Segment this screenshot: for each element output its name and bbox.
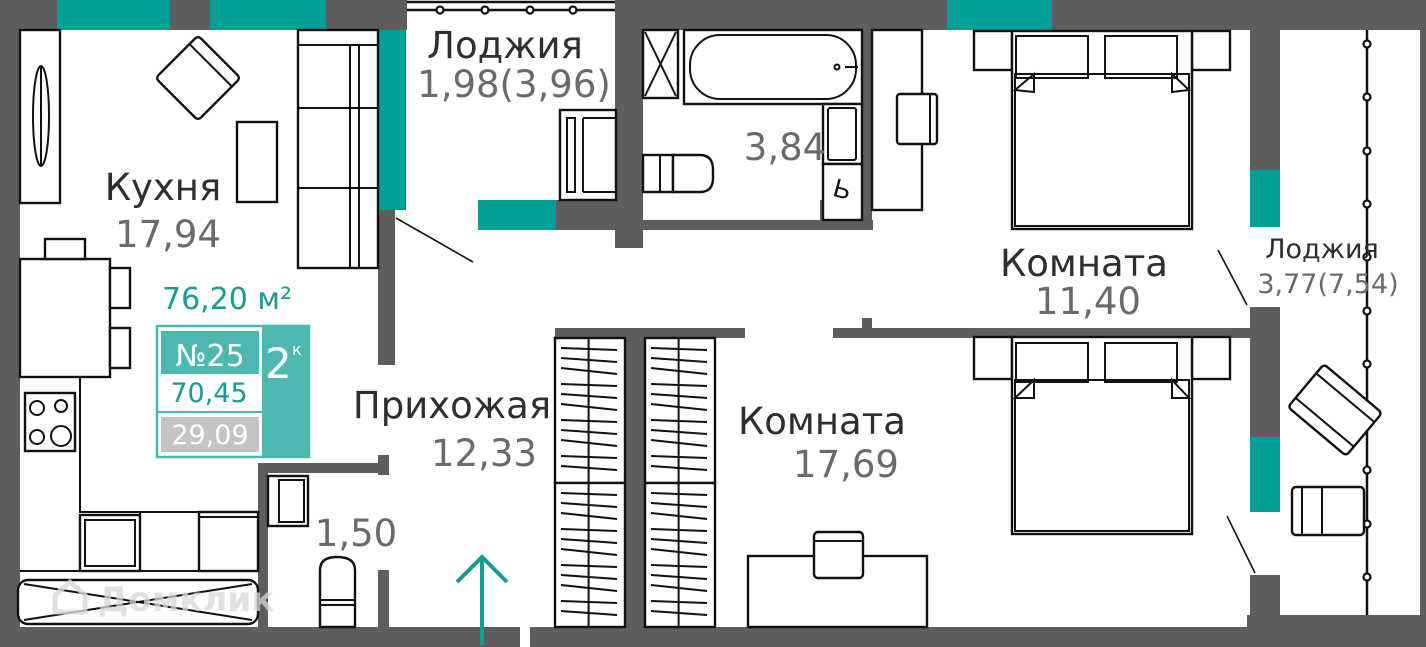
living-rooms-area: 29,09: [171, 420, 248, 451]
badge-number-bg: [161, 331, 259, 374]
room-name-hallway: Прихожая: [353, 384, 551, 427]
bedroom-1-furniture: [870, 28, 1232, 231]
room-area-wc: 1,50: [315, 512, 397, 555]
wardrobes: [553, 336, 717, 629]
rooms-suffix: к: [292, 340, 302, 359]
loggia-top-railing: [407, 0, 615, 15]
room-name-bedroom-2: Комната: [738, 400, 906, 443]
watermark-text: Домклик: [98, 580, 274, 620]
windows: [57, 0, 1280, 512]
bedroom-2-furniture: [746, 335, 1232, 629]
doors: [395, 217, 1256, 574]
badge-grey-bg: [161, 417, 259, 452]
room-name-kitchen: Кухня: [105, 166, 222, 209]
badge-rooms-bg: [262, 326, 309, 457]
apartment-number: №25: [175, 339, 244, 374]
living-area-total: 70,45: [170, 378, 247, 409]
kitchen-furniture: [16, 28, 380, 626]
bathroom-furniture: Ь: [641, 28, 864, 222]
total-area: 76,20 м²: [162, 282, 292, 317]
room-area-bathroom: 3,84: [744, 126, 826, 169]
room-area-loggia-right: 3,77(7,54): [1257, 269, 1398, 300]
room-name-loggia-top: Лоджия: [427, 24, 583, 67]
room-area-bedroom-2: 17,69: [793, 443, 899, 486]
room-name-loggia-right: Лоджия: [1265, 234, 1379, 265]
room-labels: Кухня 17,94 Лоджия 1,98(3,96) 3,84 Комна…: [105, 24, 1399, 555]
wc-furniture: [266, 474, 357, 629]
room-name-bedroom-1: Комната: [1000, 242, 1168, 285]
rooms-count: 2: [265, 339, 292, 388]
room-area-kitchen: 17,94: [115, 213, 221, 256]
loggia-right-furniture: [1288, 364, 1382, 537]
watermark: Домклик: [52, 578, 274, 620]
room-area-loggia-top: 1,98(3,96): [417, 63, 611, 106]
room-area-hallway: 12,33: [431, 432, 537, 475]
room-area-bedroom-1: 11,40: [1035, 280, 1141, 323]
loggia-top-furniture: [558, 108, 618, 202]
apartment-info: 76,20 м² №25 70,45 29,09 2 к: [155, 282, 311, 459]
entrance-arrow-icon: [455, 554, 509, 645]
